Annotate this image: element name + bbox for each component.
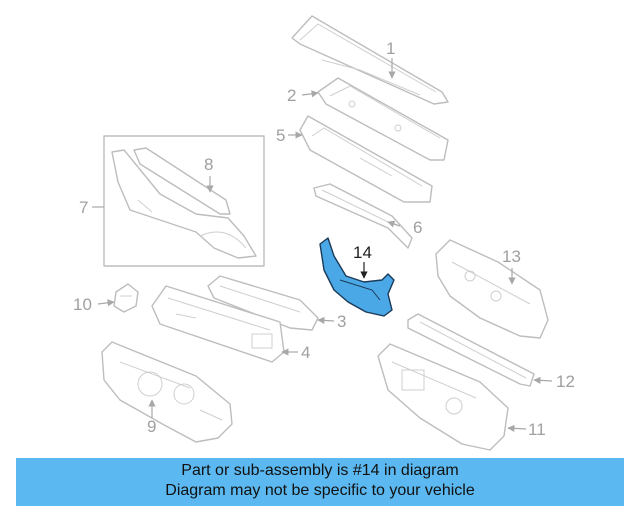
part-10-bracket[interactable]: [113, 283, 139, 313]
part-8-side-panel[interactable]: [111, 147, 257, 259]
part-5-cowl-lower[interactable]: [299, 115, 433, 203]
part-11-dash-panel[interactable]: [377, 343, 509, 451]
callout-13: 13: [502, 247, 521, 266]
callout-11: 11: [528, 420, 546, 439]
callout-8: 8: [204, 155, 213, 174]
leader-lines: [92, 58, 553, 432]
callout-1: 1: [386, 39, 395, 58]
callout-6: 6: [413, 218, 422, 237]
info-banner: Part or sub-assembly is #14 in diagram D…: [16, 458, 624, 506]
callout-5: 5: [276, 126, 285, 145]
callout-3: 3: [337, 312, 346, 331]
part-6-brace[interactable]: [313, 183, 413, 249]
part-9-dash-panel[interactable]: [101, 341, 233, 443]
callout-14: 14: [353, 243, 372, 262]
part-2-cowl-upper[interactable]: [317, 77, 449, 161]
callout-2: 2: [287, 86, 296, 105]
callout-9: 9: [147, 417, 156, 436]
part-12-reinforcement[interactable]: [407, 313, 535, 387]
banner-line-2: Diagram may not be specific to your vehi…: [165, 482, 475, 499]
callout-7: 7: [79, 198, 88, 217]
part-1-cowl-panel[interactable]: [291, 15, 449, 105]
part-14-highlighted[interactable]: [319, 237, 395, 317]
banner-line-1: Part or sub-assembly is #14 in diagram: [181, 462, 459, 479]
part-3-cowl-side[interactable]: [207, 275, 319, 331]
callout-numbers: 1 2 5 6 7 8 10 3 4 9 13 12 11 14: [73, 39, 575, 439]
callout-12: 12: [556, 372, 575, 391]
callout-10: 10: [73, 295, 92, 314]
callout-4: 4: [301, 343, 310, 362]
part-13-insulator[interactable]: [435, 239, 549, 339]
